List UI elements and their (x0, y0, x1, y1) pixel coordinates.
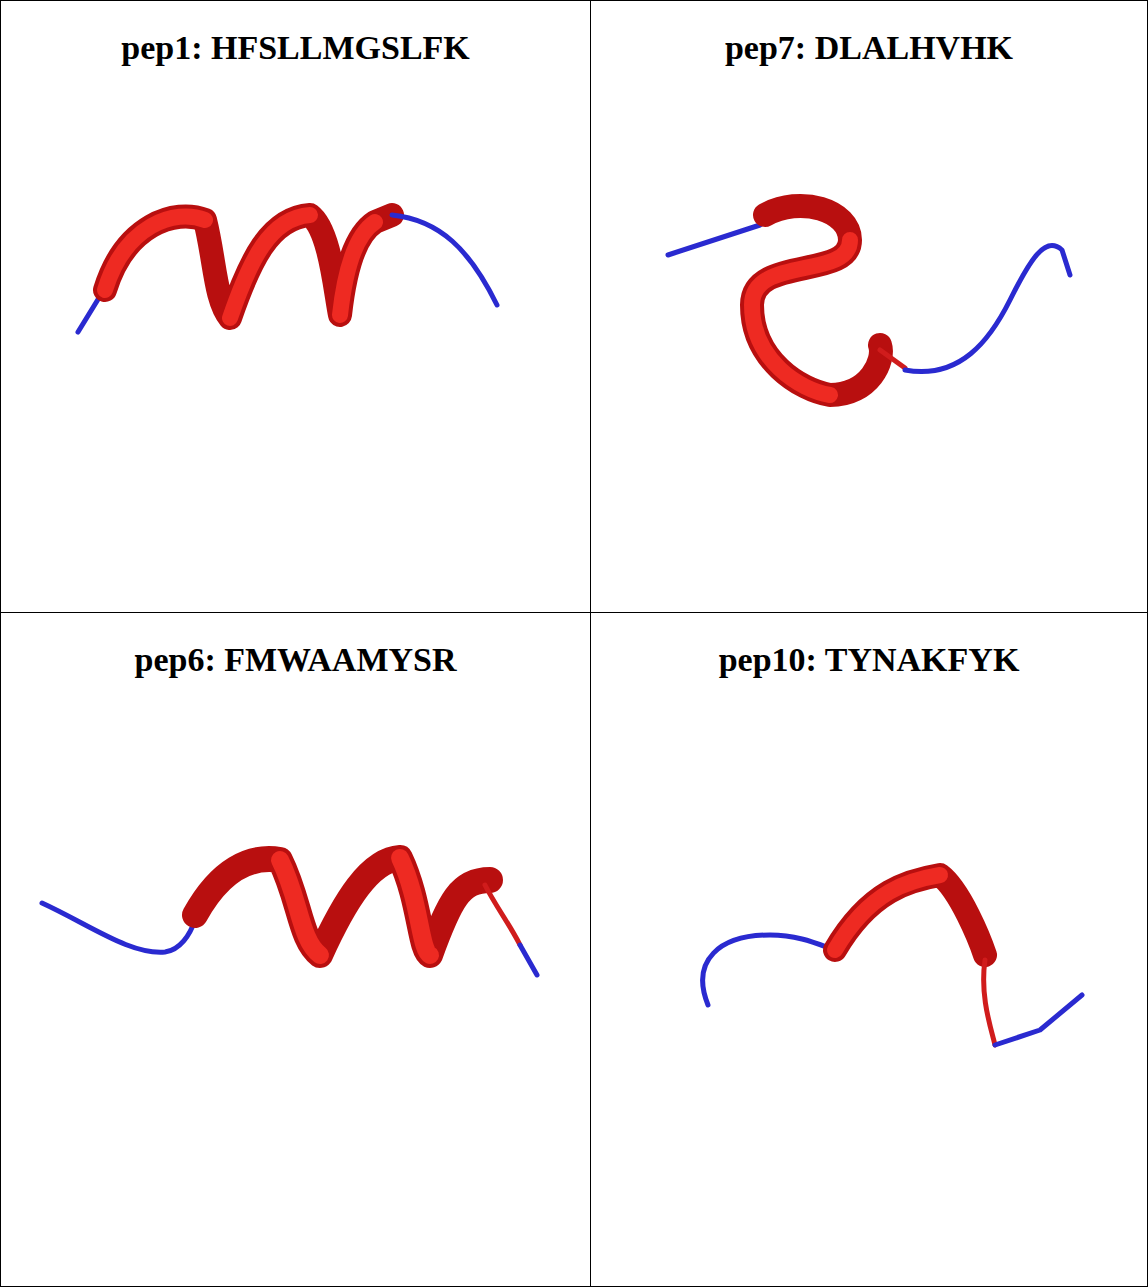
table-cell: pep10: TYNAKFYK (590, 612, 1148, 1287)
coil (42, 903, 195, 952)
peptide-label: pep6: FMWAAMYSR (1, 613, 590, 679)
helix-ribbon (105, 215, 392, 318)
peptide-label: pep7: DLALHVHK (591, 1, 1147, 67)
coil (392, 215, 497, 305)
peptide-label: pep1: HFSLLMGSLFK (1, 1, 590, 67)
coil (995, 995, 1082, 1045)
helix-face (280, 858, 430, 955)
table-cell: pep7: DLALHVHK (590, 0, 1148, 613)
peptide-label: pep10: TYNAKFYK (591, 613, 1147, 679)
coil (905, 246, 1070, 372)
coil (668, 225, 760, 255)
helix-face (835, 875, 940, 950)
coil (485, 885, 520, 945)
coil (880, 350, 905, 368)
table-cell: pep6: FMWAAMYSR (0, 612, 591, 1287)
helix-ribbon (752, 206, 881, 395)
coil (703, 935, 835, 1005)
helix-ribbon (835, 875, 985, 955)
helix-face (752, 240, 850, 395)
table-cell: pep1: HFSLLMGSLFK (0, 0, 591, 613)
helix-face (105, 215, 375, 318)
helix-ribbon (195, 858, 490, 955)
coil (984, 960, 995, 1045)
coil (520, 945, 537, 975)
